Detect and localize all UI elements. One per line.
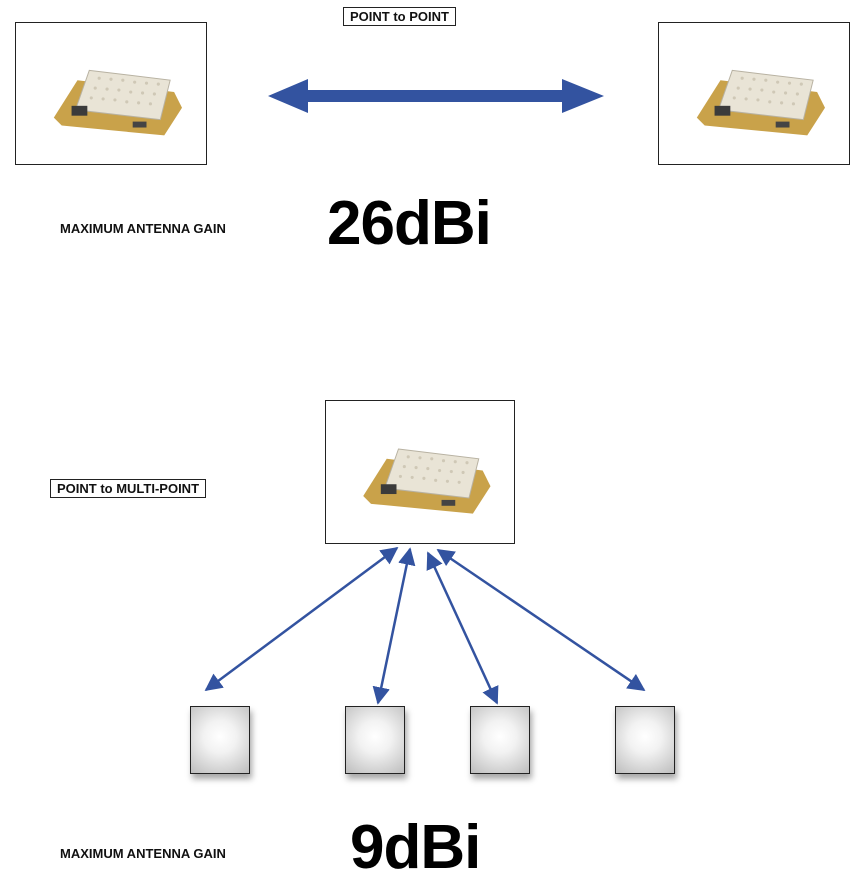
radio-board-icon <box>326 401 514 543</box>
point-to-point-label: POINT to POINT <box>343 7 456 26</box>
radio-module-frame-left <box>15 22 207 165</box>
point-to-point-gain-caption: MAXIMUM ANTENNA GAIN <box>60 221 226 236</box>
radio-board-icon <box>16 23 206 164</box>
multipoint-link-3 <box>428 553 497 703</box>
client-station-icon <box>615 706 675 774</box>
radio-module-frame-right <box>658 22 850 165</box>
client-station-icon <box>470 706 530 774</box>
radio-module-frame-center <box>325 400 515 544</box>
point-to-point-gain-value: 26dBi <box>327 188 491 260</box>
multipoint-link-4 <box>438 550 644 690</box>
client-station-icon <box>345 706 405 774</box>
point-to-point-link-arrow <box>268 79 604 113</box>
multipoint-link-2 <box>378 549 410 703</box>
client-station-icon <box>190 706 250 774</box>
point-to-multipoint-gain-caption: MAXIMUM ANTENNA GAIN <box>60 846 226 861</box>
radio-board-icon <box>659 23 849 164</box>
multipoint-link-1 <box>206 548 397 690</box>
point-to-multipoint-label: POINT to MULTI-POINT <box>50 479 206 498</box>
point-to-multipoint-gain-value: 9dBi <box>350 812 480 884</box>
